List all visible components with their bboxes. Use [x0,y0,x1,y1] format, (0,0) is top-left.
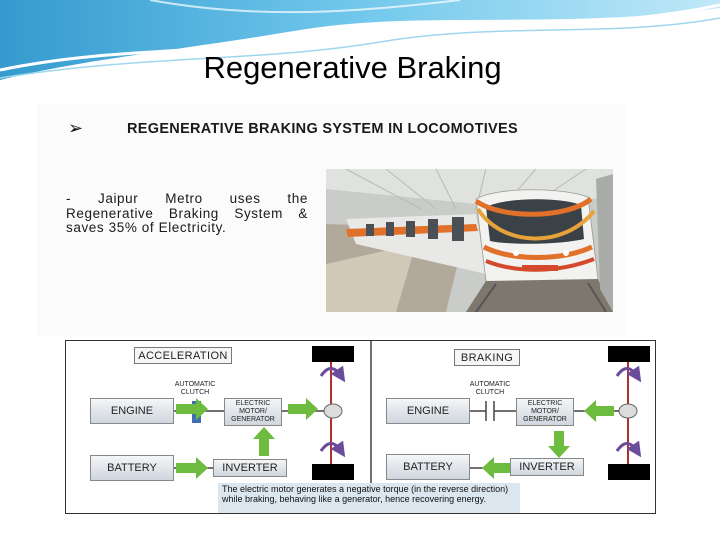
left-battery-box: BATTERY [90,455,174,481]
right-clutch-label: AUTOMATIC CLUTCH [469,381,511,396]
body-text: - Jaipur Metro uses the Regenerative Bra… [66,191,308,235]
left-motor-generator-box: ELECTRIC MOTOR/ GENERATOR [224,398,282,426]
right-inverter-box: INVERTER [510,458,584,476]
left-clutch-label: AUTOMATIC CLUTCH [174,381,216,396]
acceleration-label: ACCELERATION [134,347,232,364]
header-wave-decoration [0,0,720,80]
braking-label: BRAKING [454,349,520,366]
left-engine-box: ENGINE [90,398,174,424]
metro-train-photo [326,169,613,312]
slide-title: Regenerative Braking [203,50,502,85]
right-motor-generator-box: ELECTRIC MOTOR/ GENERATOR [516,398,574,426]
right-battery-box: BATTERY [386,454,470,480]
right-engine-box: ENGINE [386,398,470,424]
arrow-bullet-icon: ➢ [68,118,84,139]
left-inverter-box: INVERTER [213,459,287,477]
bullet-heading: REGENERATIVE BRAKING SYSTEM IN LOCOMOTIV… [127,121,518,137]
diagram-caption: The electric motor generates a negative … [218,483,520,513]
